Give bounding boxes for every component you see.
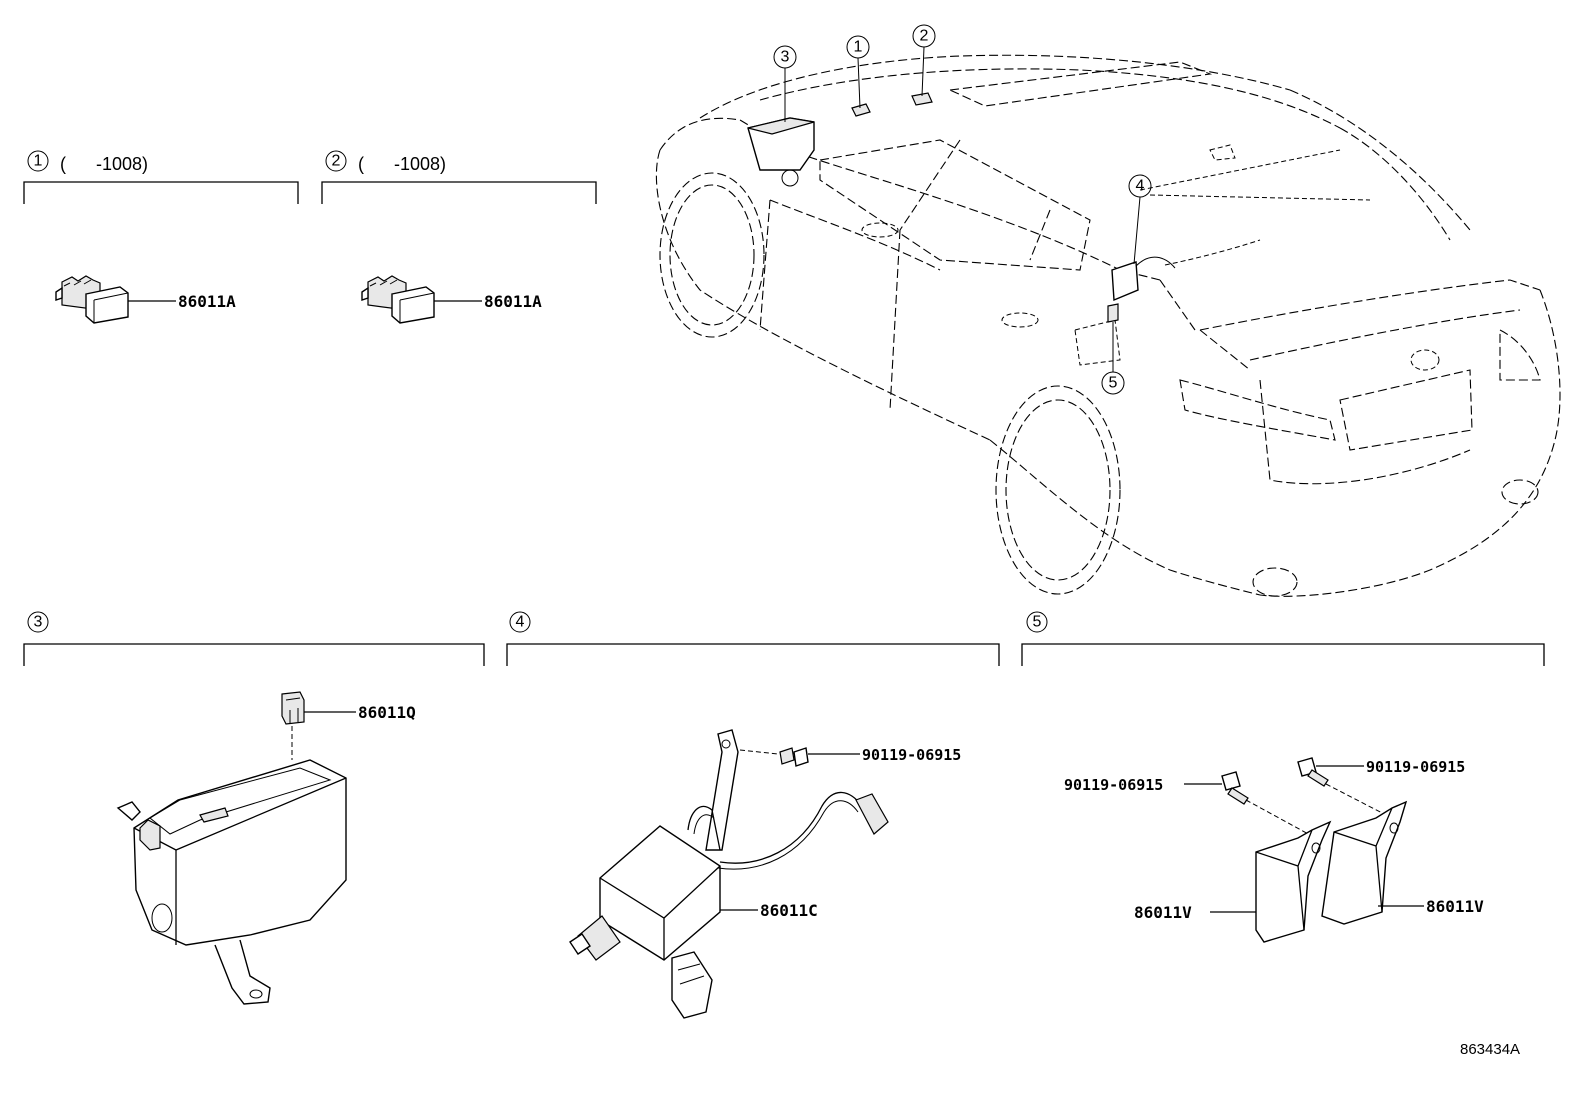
callout-number: 2 <box>920 28 929 45</box>
part-number-label[interactable]: 86011V <box>1426 897 1484 916</box>
callout-number: 3 <box>34 614 43 631</box>
callout-number: 1 <box>34 153 43 170</box>
section-1: 1 ( -1008) 86011A <box>23 150 299 324</box>
part-number-label[interactable]: 86011A <box>178 292 236 311</box>
callout-number: 2 <box>332 153 341 170</box>
callout-circle <box>325 150 347 172</box>
callout-circle <box>27 611 49 633</box>
callout-circle <box>27 150 49 172</box>
module-86011v-left-icon <box>1255 820 1332 943</box>
section-bracket <box>1021 643 1545 666</box>
callout-number: 5 <box>1033 614 1042 631</box>
module-housing-icon <box>116 759 347 1005</box>
part-number-label[interactable]: 86011A <box>484 292 542 311</box>
callout-circle <box>509 611 531 633</box>
date-qualifier: ( -1008) <box>60 154 148 174</box>
callout-circle <box>1026 611 1048 633</box>
section-5: 5 90119-06915 90119-06915 86011V <box>1021 611 1545 943</box>
callout-number: 3 <box>781 49 790 66</box>
callout-number: 5 <box>1109 375 1118 392</box>
date-qualifier: ( -1008) <box>358 154 446 174</box>
part-number-label[interactable]: 86011V <box>1134 903 1192 922</box>
part-number-label[interactable]: 90119-06915 <box>1064 776 1163 794</box>
section-bracket <box>23 643 485 666</box>
callout-number: 1 <box>854 39 863 56</box>
callout-number: 4 <box>1136 178 1145 195</box>
module-86011v-right-icon <box>1321 800 1408 925</box>
connector-86011a-icon <box>361 275 435 324</box>
part-number-label[interactable]: 86011C <box>760 901 818 920</box>
section-2: 2 ( -1008) 86011A <box>321 150 597 324</box>
section-bracket <box>321 181 597 204</box>
connector-86011q-icon <box>281 691 305 725</box>
connector-86011a-icon <box>55 275 129 324</box>
part-number-label[interactable]: 90119-06915 <box>1366 758 1465 776</box>
bolt-icon <box>1297 757 1329 787</box>
bolt-icon <box>1221 771 1249 805</box>
part-number-label[interactable]: 90119-06915 <box>862 746 961 764</box>
callout-number: 4 <box>516 614 525 631</box>
section-bracket <box>506 643 1000 666</box>
section-4: 4 90119-06915 86011C <box>506 611 1000 1019</box>
section-bracket <box>23 181 299 204</box>
part-number-label[interactable]: 86011Q <box>358 703 416 722</box>
figure-id: 863434A <box>1460 1041 1520 1058</box>
section-3: 3 86011Q <box>23 611 485 1005</box>
vehicle-illustration: 3 1 2 4 5 <box>655 24 1561 597</box>
sensor-assembly-icon <box>569 729 889 1019</box>
bolt-icon <box>779 747 809 767</box>
